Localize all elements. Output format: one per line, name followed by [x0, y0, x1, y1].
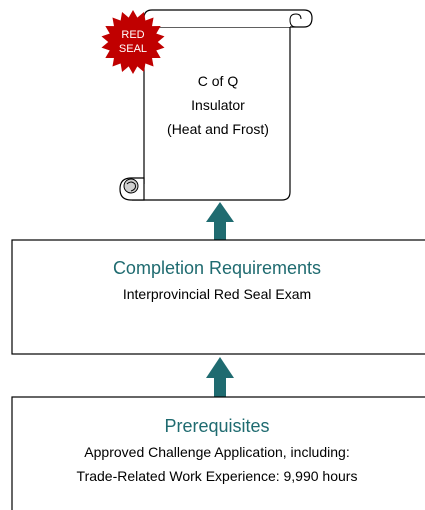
seal-text-line1: RED	[121, 29, 144, 41]
certificate-line3: (Heat and Frost)	[167, 121, 269, 137]
certificate-line2: Insulator	[191, 97, 245, 113]
arrow-up-icon	[206, 202, 234, 240]
certificate-scroll	[119, 9, 313, 201]
completion-requirements-box: Completion Requirements Interprovincial …	[11, 239, 425, 355]
arrow-up-icon	[206, 357, 234, 397]
prerequisites-line2: Trade-Related Work Experience: 9,990 hou…	[77, 468, 358, 484]
prerequisites-title: Prerequisites	[164, 416, 269, 436]
completion-item: Interprovincial Red Seal Exam	[123, 286, 311, 302]
seal-text-line2: SEAL	[119, 43, 147, 55]
prerequisites-box: Prerequisites Approved Challenge Applica…	[11, 396, 425, 510]
prerequisites-line1: Approved Challenge Application, includin…	[84, 444, 349, 460]
red-seal-badge: RED SEAL	[101, 9, 165, 75]
red-seal-starburst-icon	[101, 9, 165, 75]
certificate-line1: C of Q	[198, 73, 239, 89]
completion-title: Completion Requirements	[113, 258, 321, 278]
